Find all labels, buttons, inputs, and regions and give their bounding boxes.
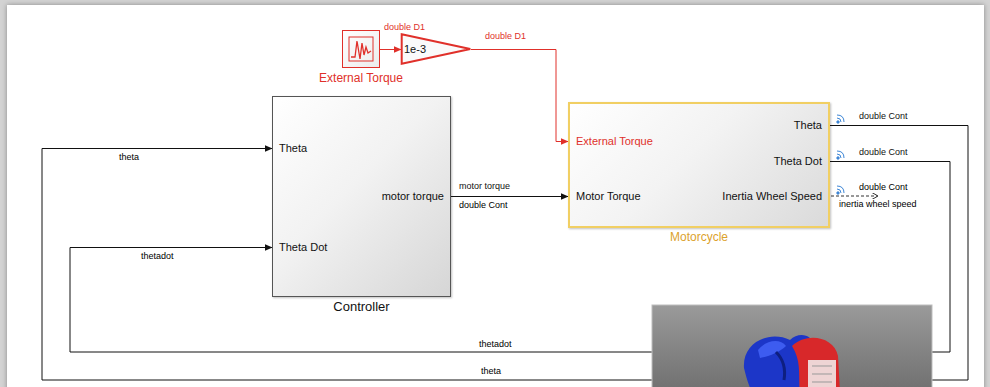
- port-label: Theta Dot: [279, 240, 327, 254]
- signal-label: double D1: [383, 22, 426, 33]
- signal-line: [380, 49, 401, 50]
- source-icon: [343, 31, 379, 67]
- signal-type: double Cont: [858, 182, 909, 193]
- block-name: Motorcycle: [670, 229, 728, 245]
- subsystem-block: ThetaTheta Dotmotor torqueController: [272, 96, 451, 297]
- signal-name: inertia wheel speed: [838, 199, 918, 210]
- port-label: Theta Dot: [774, 154, 822, 168]
- signal-line: [471, 50, 568, 142]
- signal-name: thetadot: [140, 251, 175, 262]
- log-icons: [837, 115, 844, 194]
- signal-label: double D1: [484, 31, 527, 42]
- gain-value: 1e-3: [404, 42, 426, 56]
- port-label: motor torque: [382, 189, 444, 203]
- port-label: Theta: [279, 141, 307, 155]
- motorcycle-render: [652, 305, 932, 387]
- signal-name: theta: [480, 366, 502, 377]
- port-label: Theta: [794, 118, 822, 132]
- signal-label: double Cont: [858, 111, 909, 122]
- signal-type: double Cont: [458, 200, 509, 211]
- signal-line: [451, 196, 568, 197]
- source-block: External Torque: [342, 30, 380, 68]
- block-name: External Torque: [319, 70, 403, 86]
- gain-block: 1e-3: [401, 34, 471, 64]
- port-label: Motor Torque: [576, 189, 641, 203]
- signal-label: double Cont: [858, 147, 909, 158]
- port-label: External Torque: [576, 134, 653, 148]
- port-label: Inertia Wheel Speed: [722, 189, 822, 203]
- block-name: Controller: [333, 299, 389, 315]
- signal-name: thetadot: [478, 339, 513, 350]
- subsystem-block: External TorqueMotor Torque ThetaTheta Do…: [568, 102, 830, 228]
- signal-label: motor torque: [458, 181, 511, 192]
- signal-name: theta: [118, 152, 140, 163]
